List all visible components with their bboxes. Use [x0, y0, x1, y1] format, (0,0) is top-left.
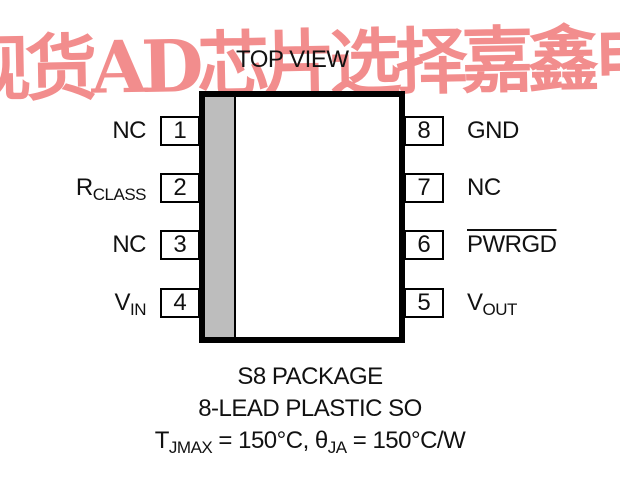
pin-label-nc-7: NC — [467, 174, 501, 201]
ic-package-body — [199, 91, 405, 343]
pin-box-8: 8 — [404, 116, 444, 146]
pin-label-vin: VIN — [114, 289, 146, 319]
pin-number: 1 — [173, 117, 187, 144]
pin-number: 6 — [417, 231, 431, 258]
pin-box-3: 3 — [160, 230, 200, 260]
pin-label-nc-1: NC — [112, 117, 146, 144]
pin-number: 5 — [417, 289, 431, 316]
caption-lead-type: 8-LEAD PLASTIC SO — [198, 395, 422, 422]
pin1-indicator-stripe — [205, 97, 236, 337]
pin-label-pwrgd: PWRGD — [467, 231, 557, 258]
pin-label-vout: VOUT — [467, 289, 517, 319]
pin-number: 2 — [173, 174, 187, 201]
pin-box-6: 6 — [404, 230, 444, 260]
pin-box-5: 5 — [404, 288, 444, 318]
pin-box-4: 4 — [160, 288, 200, 318]
top-view-label: TOP VIEW — [236, 46, 349, 73]
pin-number: 7 — [417, 174, 431, 201]
pin-label-nc-3: NC — [112, 231, 146, 258]
pin-box-7: 7 — [404, 173, 444, 203]
pin-label-rclass: RCLASS — [75, 174, 147, 204]
pin-number: 8 — [417, 117, 431, 144]
pin-label-gnd: GND — [467, 117, 519, 144]
caption-package: S8 PACKAGE — [237, 363, 383, 390]
pin-box-1: 1 — [160, 116, 200, 146]
pin-box-2: 2 — [160, 173, 200, 203]
caption-thermal: TJMAX = 150°C, θJA = 150°C/W — [154, 427, 466, 457]
pin-number: 3 — [173, 231, 187, 258]
pin-number: 4 — [173, 289, 187, 316]
